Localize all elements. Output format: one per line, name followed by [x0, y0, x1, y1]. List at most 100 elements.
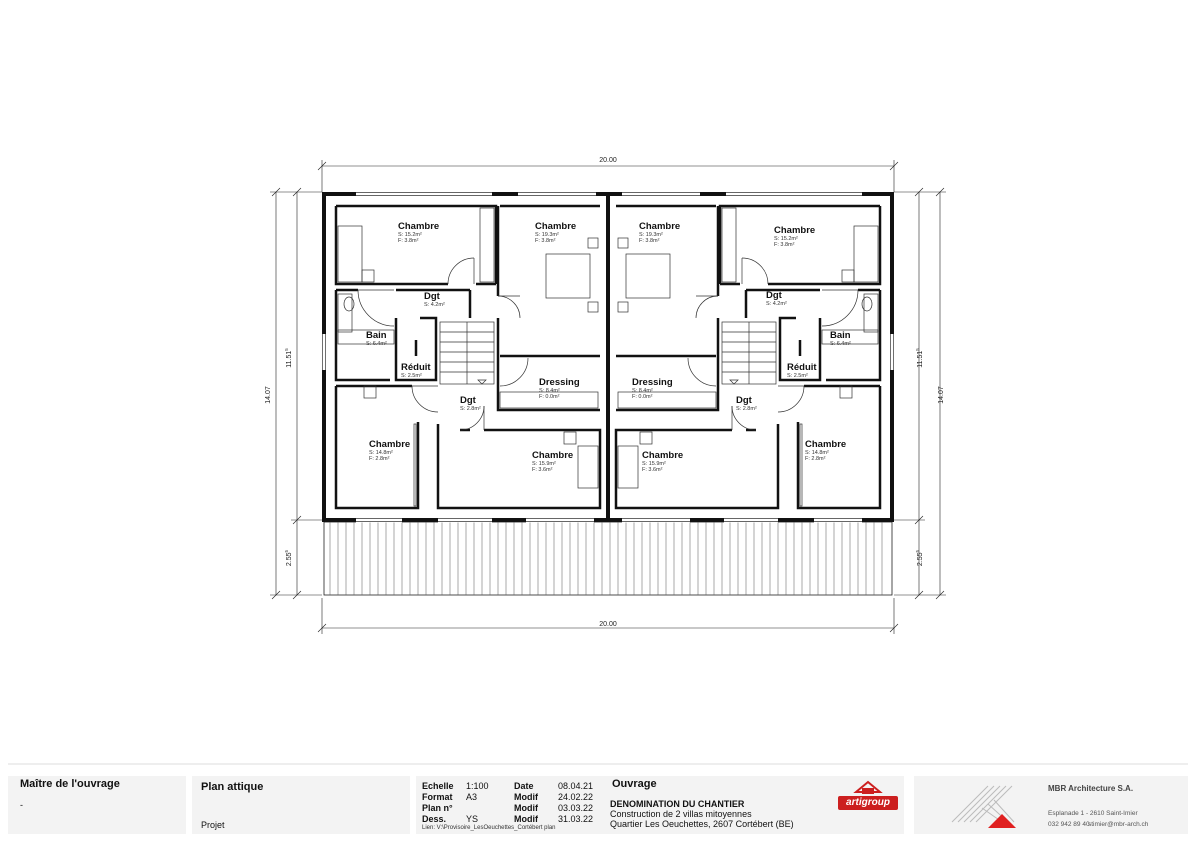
svg-text:S: 8.4m²: S: 8.4m² — [632, 388, 653, 394]
interior-walls-left — [334, 204, 602, 510]
owner-cell: Maître de l'ouvrage - — [8, 776, 186, 834]
artigroup-logo: artigroup — [836, 778, 900, 814]
svg-text:S: 15.9m²: S: 15.9m² — [532, 461, 556, 467]
svg-text:S: 8.4m²: S: 8.4m² — [539, 388, 560, 394]
dim-right-total: 14.07 — [938, 386, 945, 404]
title-block: Maître de l'ouvrage - Plan attique Proje… — [8, 776, 1188, 836]
svg-text:S: 2.8m²: S: 2.8m² — [460, 406, 481, 412]
svg-text:S: 14.8m²: S: 14.8m² — [805, 450, 829, 456]
svg-text:F: 3.8m²: F: 3.8m² — [535, 238, 556, 244]
svg-text:F: 3.6m²: F: 3.6m² — [532, 467, 553, 473]
dim-right-house: 11.515 — [915, 348, 924, 368]
chantier-line2: Quartier Les Oeuchettes, 2607 Cortébert … — [610, 819, 794, 829]
svg-text:11.515: 11.515 — [284, 348, 293, 368]
terrace — [323, 521, 893, 596]
chantier-line1: Construction de 2 villas mitoyennes — [610, 809, 752, 819]
svg-text:F: 3.8m²: F: 3.8m² — [639, 238, 660, 244]
svg-text:S: 2.8m²: S: 2.8m² — [736, 406, 757, 412]
svg-text:F: 3.8m²: F: 3.8m² — [774, 242, 795, 248]
svg-text:F: 2.8m²: F: 2.8m² — [369, 456, 390, 462]
chantier-title: DENOMINATION DU CHANTIER — [610, 799, 745, 809]
svg-text:Dgt: Dgt — [766, 290, 783, 301]
svg-text:F: 0.0m²: F: 0.0m² — [539, 394, 560, 400]
svg-text:Chambre: Chambre — [774, 225, 815, 236]
dim-top-width: 20.00 — [599, 157, 617, 164]
dim-left-total: 14.07 — [265, 386, 272, 404]
interior-walls-right — [614, 204, 882, 510]
dess-field: Dess.YS — [422, 814, 479, 824]
plan-title: Plan attique — [201, 781, 264, 793]
svg-text:Chambre: Chambre — [398, 221, 439, 232]
svg-text:Réduit: Réduit — [787, 362, 817, 373]
owner-label: Maître de l'ouvrage — [20, 778, 120, 790]
svg-text:Chambre: Chambre — [369, 439, 410, 450]
dimension-lines — [270, 160, 946, 634]
owner-value: - — [20, 800, 23, 810]
svg-text:S: 14.8m²: S: 14.8m² — [369, 450, 393, 456]
svg-text:S: 15.2m²: S: 15.2m² — [398, 232, 422, 238]
svg-text:S: 19.3m²: S: 19.3m² — [535, 232, 559, 238]
svg-text:F: 2.8m²: F: 2.8m² — [805, 456, 826, 462]
dim-right-terrace: 2.555 — [915, 549, 924, 566]
svg-text:Bain: Bain — [830, 330, 851, 341]
firm-phone: 032 942 89 40 — [1048, 821, 1090, 828]
svg-text:S: 4.2m²: S: 4.2m² — [424, 302, 445, 308]
svg-text:S: 6.4m²: S: 6.4m² — [830, 341, 851, 347]
svg-text:Chambre: Chambre — [532, 450, 573, 461]
firm-email: stimier@mbr-arch.ch — [1088, 821, 1149, 828]
ouvrage-cell: Ouvrage DENOMINATION DU CHANTIER Constru… — [604, 776, 904, 834]
svg-text:Dgt: Dgt — [736, 395, 753, 406]
svg-text:S: 4.2m²: S: 4.2m² — [766, 301, 787, 307]
svg-text:Chambre: Chambre — [639, 221, 680, 232]
svg-text:S: 19.3m²: S: 19.3m² — [639, 232, 663, 238]
svg-text:S: 6.4m²: S: 6.4m² — [366, 341, 387, 347]
svg-text:11.515: 11.515 — [915, 348, 924, 368]
exterior-walls — [321, 191, 895, 523]
svg-text:Dressing: Dressing — [632, 377, 673, 388]
svg-text:F: 3.6m²: F: 3.6m² — [642, 467, 663, 473]
firm-cell: MBR Architecture S.A. Esplanade 1 - 2610… — [914, 776, 1188, 834]
fixtures-right — [617, 207, 879, 507]
svg-text:S: 2.5m²: S: 2.5m² — [787, 373, 808, 379]
svg-text:S: 2.5m²: S: 2.5m² — [401, 373, 422, 379]
svg-text:Chambre: Chambre — [642, 450, 683, 461]
plan-no-field: Plan n° — [422, 803, 453, 813]
mbr-logo — [944, 782, 1034, 833]
ouvrage-label: Ouvrage — [612, 778, 657, 790]
dim-left-terrace: 2.555 — [284, 549, 293, 566]
dim-left-house: 11.515 — [284, 348, 293, 368]
svg-text:F: 3.8m²: F: 3.8m² — [398, 238, 419, 244]
svg-text:F: 0.0m²: F: 0.0m² — [632, 394, 653, 400]
svg-text:2.555: 2.555 — [284, 549, 293, 566]
plan-cell: Plan attique Projet — [192, 776, 410, 834]
svg-text:S: 15.9m²: S: 15.9m² — [642, 461, 666, 467]
floor-plan: 20.00 20.00 14.07 11.515 2.555 14.07 11.… — [8, 157, 1188, 765]
svg-text:S: 15.2m²: S: 15.2m² — [774, 236, 798, 242]
plan-phase: Projet — [201, 820, 225, 830]
file-link: Lien: V:\Provisoire_LesOeuchettes_Cortéb… — [422, 825, 556, 831]
svg-text:Dgt: Dgt — [424, 291, 441, 302]
